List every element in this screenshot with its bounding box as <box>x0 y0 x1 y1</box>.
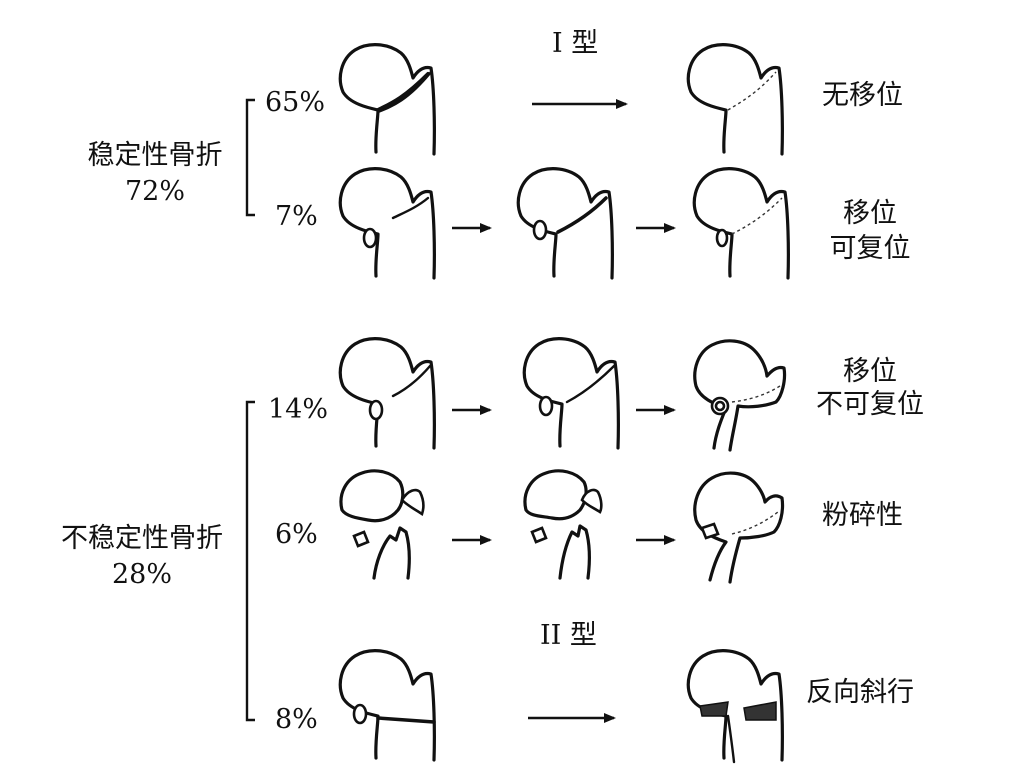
row-3-result-line-1: 移位 <box>843 356 897 387</box>
row-3-percent: 14% <box>268 394 329 425</box>
stable-group-percent: 72% <box>124 176 185 207</box>
row-5-percent: 8% <box>275 704 318 735</box>
row-5-result: 反向斜行 <box>806 677 914 708</box>
row-3-femur-middle <box>522 337 620 450</box>
row-3-result-line-2: 不可复位 <box>816 389 924 420</box>
row-1-result: 无移位 <box>822 80 903 111</box>
row-5-femur-after <box>686 649 784 764</box>
stable-bracket <box>245 98 255 217</box>
row-4-femur-after <box>693 471 785 584</box>
unstable-group-percent: 28% <box>111 559 172 590</box>
row-4-femur-before <box>339 469 425 580</box>
row-5-femur-before <box>338 649 436 762</box>
type-1-label: I 型 <box>552 28 599 59</box>
unstable-bracket <box>245 400 255 722</box>
row-2-femur-middle <box>516 167 614 280</box>
row-2-femur-before <box>338 167 436 280</box>
stable-group-name: 稳定性骨折 <box>87 140 223 171</box>
unstable-group-name: 不稳定性骨折 <box>61 523 223 554</box>
row-4-femur-middle <box>523 469 603 580</box>
row-2-result-line-1: 移位 <box>843 198 897 229</box>
row-1-femur-before <box>338 43 436 156</box>
row-1-percent: 65% <box>265 87 326 118</box>
row-2-femur-after <box>692 167 790 280</box>
type-2-label: II 型 <box>540 620 597 651</box>
row-1-femur-after <box>686 43 784 156</box>
row-2-percent: 7% <box>275 201 318 232</box>
row-3-femur-after <box>693 339 787 452</box>
row-4-percent: 6% <box>275 519 318 550</box>
row-4-result: 粉碎性 <box>822 500 903 531</box>
row-3-femur-before <box>338 337 436 450</box>
row-2-result-line-2: 可复位 <box>829 233 911 264</box>
